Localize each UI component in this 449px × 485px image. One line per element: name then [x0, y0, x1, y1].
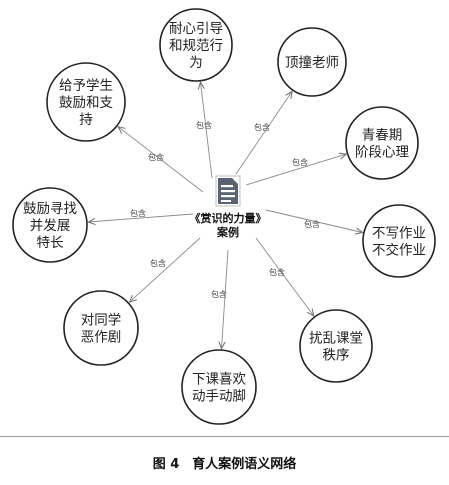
concept-node-label: 持: [79, 112, 93, 128]
concept-node-circle: [299, 309, 373, 383]
concept-node-label: 阶段心理: [355, 145, 409, 161]
relation-edge: [130, 237, 201, 302]
relation-edge: [88, 213, 194, 222]
center-title: 《赏识的力量》: [190, 211, 267, 225]
concept-node-circle: [362, 204, 436, 278]
concept-node-label: 秩序: [323, 348, 350, 364]
concept-node-label: 青春期: [362, 128, 403, 144]
concept-node-label: 顶撞老师: [285, 55, 339, 71]
concept-node-label: 动手动脚: [192, 389, 246, 405]
concept-node-label: 恶作剧: [81, 330, 122, 346]
concept-node-label: 并发展: [30, 218, 71, 234]
concept-node-label: 扰乱课堂: [309, 331, 363, 347]
concept-node-circle: [181, 349, 257, 425]
relation-label: 包含: [304, 219, 320, 229]
relation-edge: [118, 127, 204, 193]
nodes-layer: 耐心引导和规范行为顶撞老师青春期阶段心理不写作业不交作业扰乱课堂秩序下课喜欢动手…: [12, 8, 436, 425]
edges-layer: 包含包含包含包含包含包含包含包含包含: [88, 82, 362, 348]
relation-label: 包含: [150, 258, 166, 268]
relation-label: 包含: [254, 122, 270, 132]
concept-node-label: 为: [189, 55, 203, 71]
concept-node-label: 鼓励和支: [59, 95, 113, 111]
relation-label: 包含: [269, 267, 285, 277]
relation-label: 包含: [292, 157, 308, 167]
concept-node-label: 特长: [37, 235, 64, 251]
relation-label: 包含: [148, 152, 164, 162]
concept-node-label: 不写作业: [372, 226, 426, 242]
concept-node-circle: [277, 27, 347, 97]
concept-node-circle: [345, 106, 419, 180]
concept-node-circle: [159, 8, 233, 82]
relation-label: 包含: [130, 208, 146, 218]
concept-node-label: 对同学: [81, 313, 122, 329]
relation-label: 包含: [211, 289, 227, 299]
figure-caption: 图 4 育人案例语义网络: [153, 456, 297, 472]
relation-edge: [265, 209, 363, 233]
relation-label: 包含: [196, 120, 212, 130]
relation-edge: [235, 91, 292, 175]
concept-node-circle: [12, 187, 88, 263]
concept-node-label: 给予学生: [59, 78, 113, 94]
relation-edge: [255, 237, 314, 316]
concept-node-label: 耐心引导: [169, 21, 223, 37]
document-icon: [215, 175, 241, 207]
concept-node-circle: [46, 62, 126, 142]
concept-node-n2: 顶撞老师: [277, 27, 347, 97]
relation-edge: [222, 249, 229, 349]
relation-edge: [245, 154, 346, 186]
concept-node-circle: [63, 290, 139, 366]
concept-node-label: 下课喜欢: [192, 372, 246, 388]
concept-node-label: 和规范行: [169, 38, 223, 54]
center-subtitle: 案例: [216, 225, 239, 239]
concept-node-label: 鼓励寻找: [23, 201, 77, 217]
relation-edge: [201, 82, 213, 179]
center-node: 《赏识的力量》 案例: [190, 175, 267, 239]
concept-node-label: 不交作业: [372, 242, 426, 259]
